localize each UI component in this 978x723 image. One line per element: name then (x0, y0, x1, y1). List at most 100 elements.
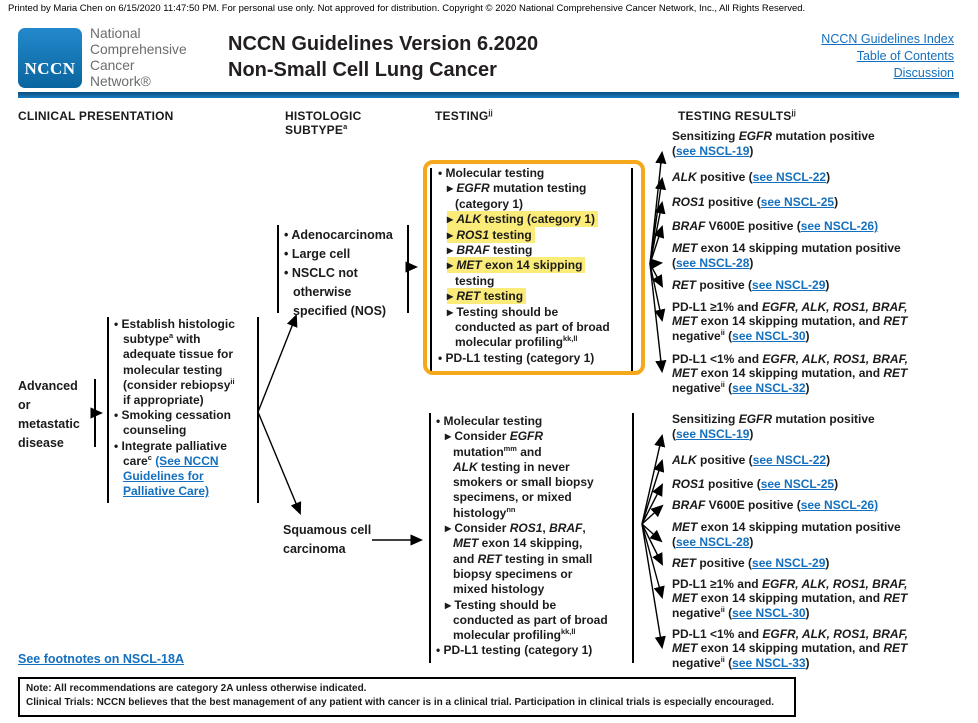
text-line: PD-L1 <1% and EGFR, ALK, ROS1, BRAF, (672, 627, 908, 641)
gene-name: EGFR (738, 129, 773, 143)
text-line: subtypea with (123, 331, 201, 347)
inline-link[interactable]: see NSCL-19 (676, 144, 750, 158)
inline-link[interactable]: see NSCL-25 (760, 195, 835, 209)
result-bottom-alk-positive: ALK positive (see NSCL-22) (672, 453, 830, 468)
gene-name: MET (453, 536, 479, 551)
gene-name: ALK (672, 170, 697, 184)
footnote-superscript: nn (506, 504, 516, 514)
text-line: BRAF V600E positive (see NSCL-26) (672, 219, 879, 233)
text-line: mixed histology (453, 582, 545, 597)
inline-link[interactable]: see NSCL-32 (732, 380, 806, 395)
brand-line: Network® (90, 74, 151, 89)
gene-name: MET (672, 641, 698, 656)
text-line: BRAF V600E positive (see NSCL-26) (672, 498, 879, 512)
result-bottom-ros1-positive: ROS1 positive (see NSCL-25) (672, 477, 838, 492)
text-line: mutationmm and (453, 443, 542, 459)
text-line: if appropriate) (123, 393, 204, 408)
gene-name: BRAF (456, 243, 490, 258)
footnote-superscript: ii (720, 654, 725, 664)
text-line: MET exon 14 skipping, (453, 536, 583, 551)
inline-link[interactable]: see NSCL-28 (676, 535, 750, 549)
result-top-braf-positive: BRAF V600E positive (see NSCL-26) (672, 219, 878, 234)
text-line: ROS1 positive (see NSCL-25) (672, 477, 839, 491)
text-line: PD-L1 <1% and EGFR, ALK, ROS1, BRAF, (672, 352, 908, 366)
gene-name: EGFR, ALK, ROS1, BRAF, (762, 352, 908, 366)
result-bottom-pdl1-high-negative: PD-L1 ≥1% and EGFR, ALK, ROS1, BRAF,MET … (672, 577, 908, 620)
footnote-superscript: c (147, 452, 152, 462)
footnotes-link-text[interactable]: See footnotes on NSCL-18A (18, 652, 184, 666)
text-line: or (18, 398, 31, 412)
footnote-superscript: ii (230, 376, 235, 386)
result-bottom-egfr-positive: Sensitizing EGFR mutation positive(see N… (672, 412, 875, 442)
inline-link[interactable]: see NSCL-30 (732, 605, 806, 620)
text-line: conducted as part of broad (455, 320, 610, 335)
gene-name: MET (672, 241, 698, 255)
text-line: ALK testing in never (453, 459, 570, 474)
inline-link[interactable]: Guidelines for (123, 469, 204, 484)
inline-link[interactable]: (See NCCN (155, 453, 219, 468)
yellow-highlight: ▸ ROS1 testing (447, 226, 535, 243)
inline-link[interactable]: see NSCL-26) (800, 219, 879, 233)
box-molecular-testing-adeno: • Molecular testing▸ EGFR mutation testi… (438, 166, 610, 366)
text-line: RET positive (see NSCL-29) (672, 556, 830, 570)
text-line: • Integrate palliative (114, 438, 227, 453)
gene-name: ALK (672, 453, 697, 467)
text-line: • Establish histologic (114, 317, 235, 331)
footnote-superscript: ii (720, 379, 725, 389)
inline-link[interactable]: see NSCL-22 (752, 453, 827, 467)
text-line: (consider rebiopsyii (123, 376, 235, 392)
yellow-highlight: ▸ ALK testing (category 1) (447, 211, 599, 228)
gene-name: BRAF (549, 521, 583, 536)
inline-link[interactable]: see NSCL-33 (732, 655, 806, 670)
text-line: ALK positive (see NSCL-22) (672, 170, 831, 184)
gene-name: ROS1 (456, 227, 490, 242)
text-line: TESTINGjj (435, 108, 493, 123)
text-line: adequate tissue for (123, 347, 234, 362)
inline-link[interactable]: see NSCL-26) (800, 498, 879, 512)
brand-line: Comprehensive (90, 42, 187, 57)
text-line: • PD-L1 testing (category 1) (438, 350, 595, 365)
text-line: (see NSCL-19) (672, 144, 754, 158)
inline-link[interactable]: see NSCL-25 (760, 477, 835, 491)
text-line: specified (NOS) (293, 304, 387, 318)
gene-name: RET (672, 556, 696, 570)
nav-link-discussion[interactable]: Discussion (893, 66, 954, 80)
column-header-testing: TESTINGjj (435, 109, 493, 123)
footnotes-link[interactable]: See footnotes on NSCL-18A (18, 652, 184, 666)
inline-link[interactable]: see NSCL-19 (676, 427, 750, 441)
text-line: HISTOLOGIC (285, 109, 362, 123)
inline-link[interactable]: see NSCL-22 (752, 170, 827, 184)
print-attribution: Printed by Maria Chen on 6/15/2020 11:47… (8, 3, 806, 14)
text-line: Sensitizing EGFR mutation positive (672, 129, 875, 143)
text-line: ▸ RET testing (438, 288, 610, 305)
nav-link-table-of-contents[interactable]: Table of Contents (856, 49, 954, 63)
text-line: metastatic (18, 417, 80, 431)
column-header-clinical-presentation: CLINICAL PRESENTATION (18, 109, 174, 123)
text-line: RET positive (see NSCL-29) (672, 278, 830, 292)
nav-link-guidelines-index[interactable]: NCCN Guidelines Index (821, 32, 954, 46)
inline-link[interactable]: see NSCL-30 (732, 328, 806, 343)
text-line: biopsy specimens or (453, 566, 573, 581)
footnote-superscript: ii (720, 327, 725, 337)
result-top-pdl1-low-negative: PD-L1 <1% and EGFR, ALK, ROS1, BRAF,MET … (672, 352, 908, 395)
footnote-superscript: kk,ll (563, 334, 578, 344)
gene-name: RET (883, 314, 908, 329)
footnote-superscript: a (169, 331, 174, 341)
inline-link[interactable]: see NSCL-29 (752, 556, 826, 570)
inline-link[interactable]: see NSCL-28 (676, 256, 750, 270)
text-line: Advanced (18, 379, 78, 393)
inline-link[interactable]: Palliative Care) (123, 484, 210, 499)
gene-name: BRAF (672, 219, 706, 233)
text-line: negativeii (see NSCL-32) (672, 379, 810, 395)
gene-name: BRAF (672, 498, 706, 512)
gene-name: EGFR, ALK, ROS1, BRAF, (761, 300, 908, 314)
result-bottom-ret-positive: RET positive (see NSCL-29) (672, 556, 829, 571)
orange-highlight-frame (423, 160, 645, 375)
inline-link[interactable]: see NSCL-29 (752, 278, 826, 292)
gene-name: EGFR (456, 181, 490, 196)
